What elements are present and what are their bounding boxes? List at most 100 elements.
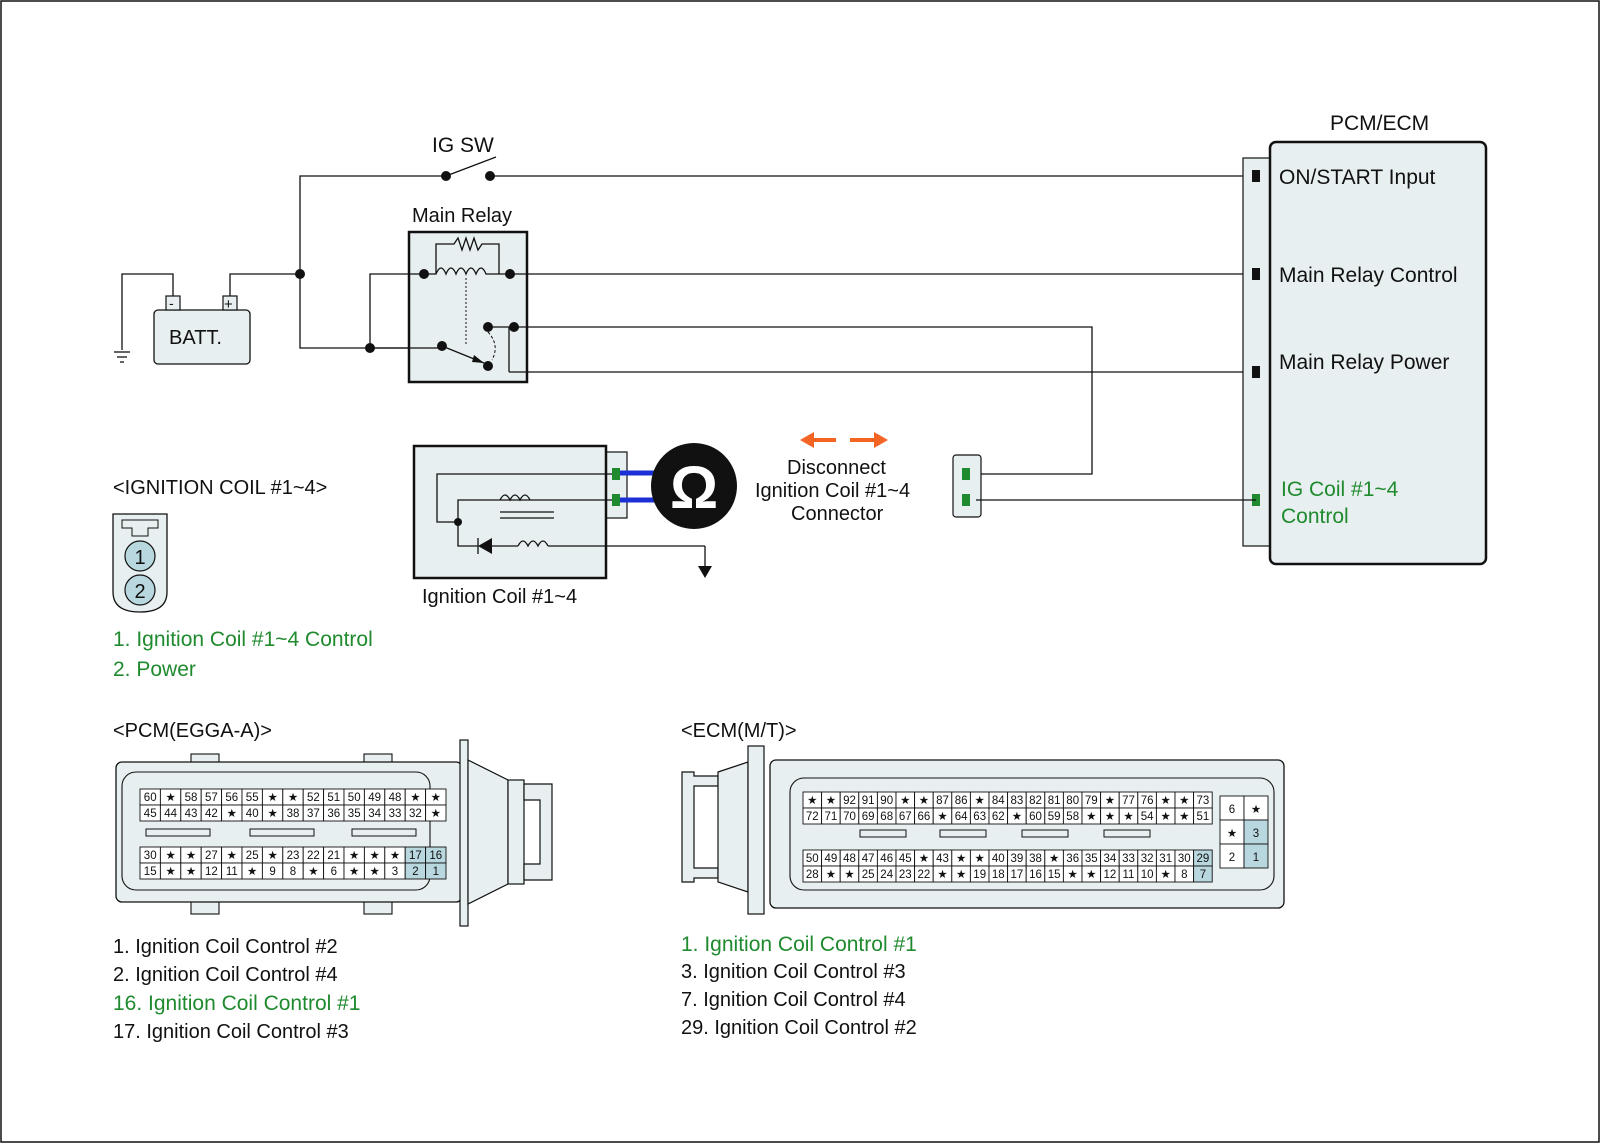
ecm-pin: ★ bbox=[1012, 811, 1022, 823]
pcm-pin: ★ bbox=[369, 850, 379, 862]
ecm-pin: 81 bbox=[1048, 795, 1061, 807]
main-relay-label: Main Relay bbox=[412, 205, 512, 227]
ecm-pin: ★ bbox=[937, 811, 947, 823]
ecm-pin: 79 bbox=[1085, 795, 1098, 807]
ecm-pin: 73 bbox=[1197, 795, 1210, 807]
ecm-legend-3: 3. Ignition Coil Control #3 bbox=[681, 961, 906, 983]
pcm-pin: 37 bbox=[307, 808, 320, 820]
pcm-legend-1: 1. Ignition Coil Control #2 bbox=[113, 936, 338, 958]
ig-sw-label: IG SW bbox=[432, 134, 494, 157]
ecm-pin: ★ bbox=[1105, 795, 1115, 807]
pcm-pin: 3 bbox=[392, 866, 398, 878]
ecm-pin: 28 bbox=[806, 869, 819, 881]
pcm-pin: 38 bbox=[287, 808, 300, 820]
pcm-pin: 2 bbox=[412, 866, 418, 878]
ecm-pin: 49 bbox=[825, 853, 838, 865]
ecm-pin: 7 bbox=[1200, 869, 1206, 881]
ecm-pin: 16 bbox=[1029, 869, 1042, 881]
ecm-pin: 86 bbox=[955, 795, 968, 807]
ecm-pin: ★ bbox=[1086, 869, 1096, 881]
ecm-pin: ★ bbox=[844, 869, 854, 881]
ecm-pin: 77 bbox=[1122, 795, 1135, 807]
pcm-pin: 33 bbox=[389, 808, 402, 820]
ecm-pin: 35 bbox=[1085, 853, 1098, 865]
ecm-pin: ★ bbox=[956, 853, 966, 865]
pcm-pin: 60 bbox=[144, 792, 157, 804]
ecm-pin: 84 bbox=[992, 795, 1005, 807]
ecm-pin: 48 bbox=[843, 853, 856, 865]
pcm-legend-2: 2. Ignition Coil Control #4 bbox=[113, 964, 338, 986]
pcm-pin: ★ bbox=[431, 792, 441, 804]
ecm-pin: 83 bbox=[1011, 795, 1024, 807]
disconnect-label-line2: Ignition Coil #1~4 bbox=[755, 480, 910, 502]
ecm-pin: 66 bbox=[918, 811, 931, 823]
ecm-pin: ★ bbox=[807, 795, 817, 807]
ecm-pin: 19 bbox=[973, 869, 986, 881]
ecm-legend-29: 29. Ignition Coil Control #2 bbox=[681, 1017, 917, 1039]
ecm-pin: ★ bbox=[1105, 811, 1115, 823]
ecm-legend-1: 1. Ignition Coil Control #1 bbox=[681, 933, 917, 956]
pcm-pin: ★ bbox=[227, 850, 237, 862]
ecm-pin: 69 bbox=[862, 811, 875, 823]
pcm-pin: 34 bbox=[368, 808, 381, 820]
ecm-pin: ★ bbox=[956, 869, 966, 881]
ecm-pin: 87 bbox=[936, 795, 949, 807]
pcm-pin: 21 bbox=[327, 850, 340, 862]
pcm-pin: ★ bbox=[165, 866, 175, 878]
ecm-pin: ★ bbox=[1161, 811, 1171, 823]
ecm-small-pin: 1 bbox=[1253, 852, 1259, 864]
ecm-pin: 47 bbox=[862, 853, 875, 865]
pcm-pin: ★ bbox=[390, 850, 400, 862]
pcm-pin: 48 bbox=[389, 792, 402, 804]
ecm-pin: 39 bbox=[1011, 853, 1024, 865]
ecm-pin: ★ bbox=[919, 795, 929, 807]
ignition-coil-label: Ignition Coil #1~4 bbox=[422, 586, 577, 608]
pcm-legend-17: 17. Ignition Coil Control #3 bbox=[113, 1021, 349, 1043]
pcm-pin-main-relay-power: Main Relay Power bbox=[1279, 351, 1449, 374]
ecm-pin: 34 bbox=[1104, 853, 1117, 865]
ecm-small-pin: ★ bbox=[1227, 828, 1237, 840]
ecm-pin: 71 bbox=[825, 811, 838, 823]
pcm-pin: 6 bbox=[331, 866, 337, 878]
ecm-pin: 92 bbox=[843, 795, 856, 807]
battery: - + BATT. bbox=[153, 295, 251, 365]
pcm-pin-on-start-input: ON/START Input bbox=[1279, 166, 1436, 189]
pcm-pin-ig-coil-control-line1: IG Coil #1~4 bbox=[1281, 478, 1399, 501]
pcm-pin: 55 bbox=[246, 792, 259, 804]
coil-connector-face: 1 2 bbox=[112, 513, 168, 613]
pcm-pin: ★ bbox=[267, 850, 277, 862]
pcm-pin: ★ bbox=[308, 866, 318, 878]
pcm-pin: ★ bbox=[247, 866, 257, 878]
pcm-pin: 56 bbox=[225, 792, 238, 804]
ecm-pin: 38 bbox=[1029, 853, 1042, 865]
ecm-pin: 51 bbox=[1197, 811, 1210, 823]
ecm-pin: ★ bbox=[1123, 811, 1133, 823]
ecm-pin: 46 bbox=[880, 853, 893, 865]
ecm-pin: 31 bbox=[1159, 853, 1172, 865]
ecm-pin: 80 bbox=[1066, 795, 1079, 807]
ecm-pin: ★ bbox=[1161, 795, 1171, 807]
ecm-pin: 50 bbox=[806, 853, 819, 865]
ground-symbol bbox=[114, 351, 130, 363]
ecm-pin: 91 bbox=[862, 795, 875, 807]
ecm-pin: ★ bbox=[975, 853, 985, 865]
ecm-pin: 63 bbox=[973, 811, 986, 823]
ecm-pin: 70 bbox=[843, 811, 856, 823]
ecm-legend-7: 7. Ignition Coil Control #4 bbox=[681, 989, 906, 1011]
pcm-pin: ★ bbox=[349, 866, 359, 878]
ecm-pin: 82 bbox=[1029, 795, 1042, 807]
pcm-pin-ig-coil-control-line2: Control bbox=[1281, 505, 1349, 528]
ecm-pin: 18 bbox=[992, 869, 1005, 881]
pcm-pin: 57 bbox=[205, 792, 218, 804]
ground-arrow-icon bbox=[698, 566, 712, 578]
ecm-pin: 60 bbox=[1029, 811, 1042, 823]
pcm-pin: 23 bbox=[287, 850, 300, 862]
ecm-pin: ★ bbox=[826, 795, 836, 807]
pcm-pin: 27 bbox=[205, 850, 218, 862]
disconnect-arrows-icon bbox=[800, 432, 888, 448]
pcm-pin: ★ bbox=[431, 808, 441, 820]
ecm-pin: 12 bbox=[1104, 869, 1117, 881]
